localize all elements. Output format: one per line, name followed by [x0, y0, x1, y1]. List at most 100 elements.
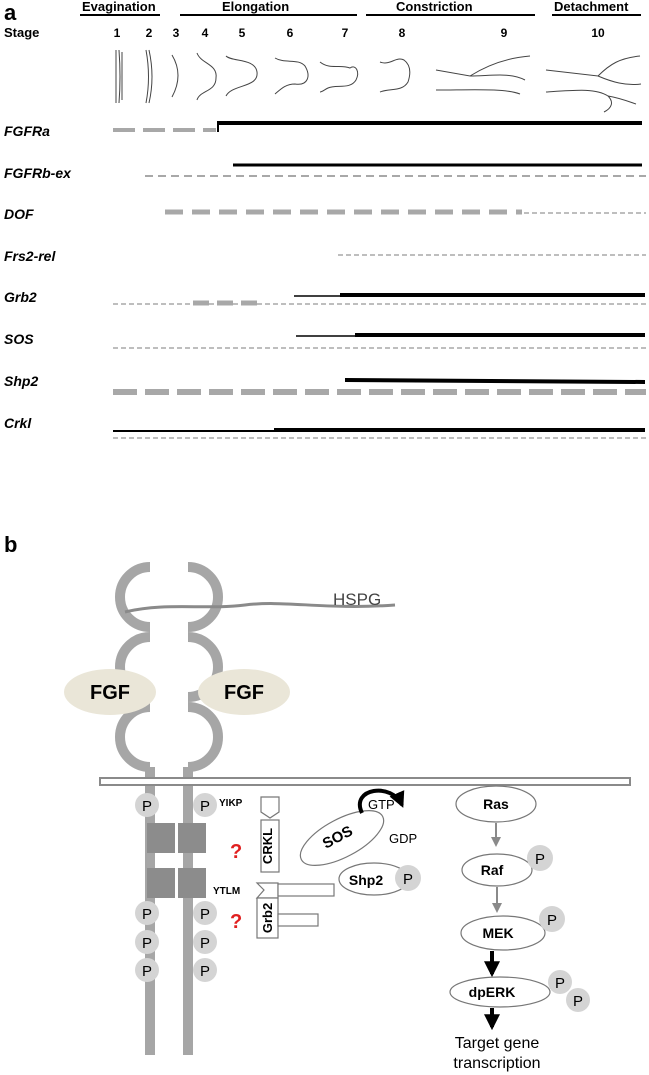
gene-label: DOF — [4, 206, 34, 222]
grb2-flag — [255, 882, 279, 899]
raf-label: Raf — [481, 862, 504, 878]
gene-label: FGFRb-ex — [4, 165, 72, 181]
motif-yikp: YIKP — [219, 798, 243, 809]
sketch-stage-4 — [196, 52, 217, 101]
question-mark: ? — [230, 841, 242, 863]
stage-label: Stage — [4, 25, 39, 40]
grb2-label: Grb2 — [260, 903, 275, 933]
phospho-label: P — [200, 963, 210, 980]
fgf-label-right: FGF — [224, 682, 264, 704]
grb2-sh3-bottom — [277, 913, 319, 927]
kinase-domain — [147, 823, 175, 853]
sketch-stage-2 — [145, 49, 153, 104]
phospho-circle — [193, 901, 217, 925]
sketch-stage-3 — [171, 54, 179, 98]
sketch-stage-6 — [274, 57, 309, 95]
gtp-exchange-arrow — [357, 788, 405, 814]
mek-phospho-label: P — [547, 912, 557, 929]
erk-phospho-label: P — [573, 993, 583, 1010]
shp2-phospho-label: P — [403, 871, 413, 888]
phospho-circle — [135, 958, 159, 982]
question-mark: ? — [230, 911, 242, 933]
phase-constriction: Constriction — [396, 0, 473, 14]
stage-number: 6 — [287, 26, 294, 40]
panel-a-label: a — [4, 0, 17, 25]
phospho-label: P — [200, 906, 210, 923]
stage-number: 1 — [114, 26, 121, 40]
crkl-flag — [260, 796, 280, 819]
cell-membrane — [99, 777, 631, 786]
gene-label: Frs2-rel — [4, 248, 56, 264]
gene-label: Grb2 — [4, 289, 37, 305]
panel-b: b HSPG FGF FGF P P P — [4, 532, 631, 1072]
receptor-loop-right — [187, 562, 223, 772]
kinase-domain — [178, 868, 206, 898]
phospho-label: P — [142, 798, 152, 815]
sos-ellipse — [299, 810, 385, 866]
mek-phospho-circle — [539, 906, 565, 932]
sketch-stage-1 — [115, 49, 123, 104]
phospho-circle — [193, 793, 217, 817]
fgf-ellipse-right — [198, 669, 290, 715]
sketch-stage-5 — [225, 55, 258, 97]
gene-label: FGFRa — [4, 123, 50, 139]
stage-number: 5 — [239, 26, 246, 40]
phospho-label: P — [200, 798, 210, 815]
phospho-label: P — [142, 906, 152, 923]
ras-ellipse — [455, 785, 537, 823]
dperk-label: dpERK — [469, 984, 516, 1000]
stage-number: 4 — [202, 26, 209, 40]
motif-ytlm: YTLM — [213, 886, 240, 897]
phospho-circle — [135, 901, 159, 925]
erk-phospho-circle — [566, 988, 590, 1012]
phospho-circle — [193, 958, 217, 982]
target-gene-line2: transcription — [453, 1055, 540, 1072]
target-gene-line1: Target gene — [455, 1035, 540, 1052]
phase-elongation: Elongation — [222, 0, 289, 14]
shp2-label: Shp2 — [349, 872, 383, 888]
raf-phospho-label: P — [535, 851, 545, 868]
sketch-stage-7 — [319, 61, 359, 93]
hspg-chain — [124, 602, 396, 614]
phase-evagination: Evagination — [82, 0, 156, 14]
erk-phospho-label: P — [555, 975, 565, 992]
receptor-loop-left — [115, 562, 151, 772]
gene-label: SOS — [4, 331, 34, 347]
fgf-label-left: FGF — [90, 682, 130, 704]
phase-detachment: Detachment — [554, 0, 629, 14]
stage-number: 9 — [501, 26, 508, 40]
mek-ellipse — [460, 915, 546, 951]
dperk-ellipse — [449, 976, 551, 1008]
sketch-stage-10 — [545, 55, 642, 113]
stage-number: 8 — [399, 26, 406, 40]
crkl-box — [260, 819, 280, 873]
panel-a: a Evagination Elongation Constriction De… — [4, 0, 646, 439]
receptor-phosphates: P P P P P P P P — [135, 793, 217, 982]
raf-ellipse — [461, 853, 533, 887]
phospho-circle — [135, 930, 159, 954]
stage-number: 10 — [591, 26, 605, 40]
gtp-label: GTP — [368, 797, 395, 812]
phospho-circle — [193, 930, 217, 954]
gdp-label: GDP — [389, 831, 417, 846]
phospho-label: P — [142, 963, 152, 980]
erk-phospho-circle — [548, 970, 572, 994]
crkl-label: CRKL — [260, 828, 275, 864]
stage-number: 3 — [173, 26, 180, 40]
grb2-sh3-top — [277, 883, 335, 897]
gene-label: Crkl — [4, 415, 32, 431]
expression-bars — [113, 121, 646, 439]
stage-number: 2 — [146, 26, 153, 40]
mek-label: MEK — [482, 925, 513, 941]
kinase-domain — [178, 823, 206, 853]
kinase-domain — [147, 868, 175, 898]
gene-label: Shp2 — [4, 373, 38, 389]
sketch-stage-9 — [435, 55, 531, 95]
phospho-circle — [135, 793, 159, 817]
hspg-label: HSPG — [333, 590, 381, 609]
bar-shp2-solid — [344, 378, 646, 384]
shp2-phospho-circle — [395, 865, 421, 891]
panel-b-label: b — [4, 532, 17, 557]
phospho-label: P — [142, 935, 152, 952]
